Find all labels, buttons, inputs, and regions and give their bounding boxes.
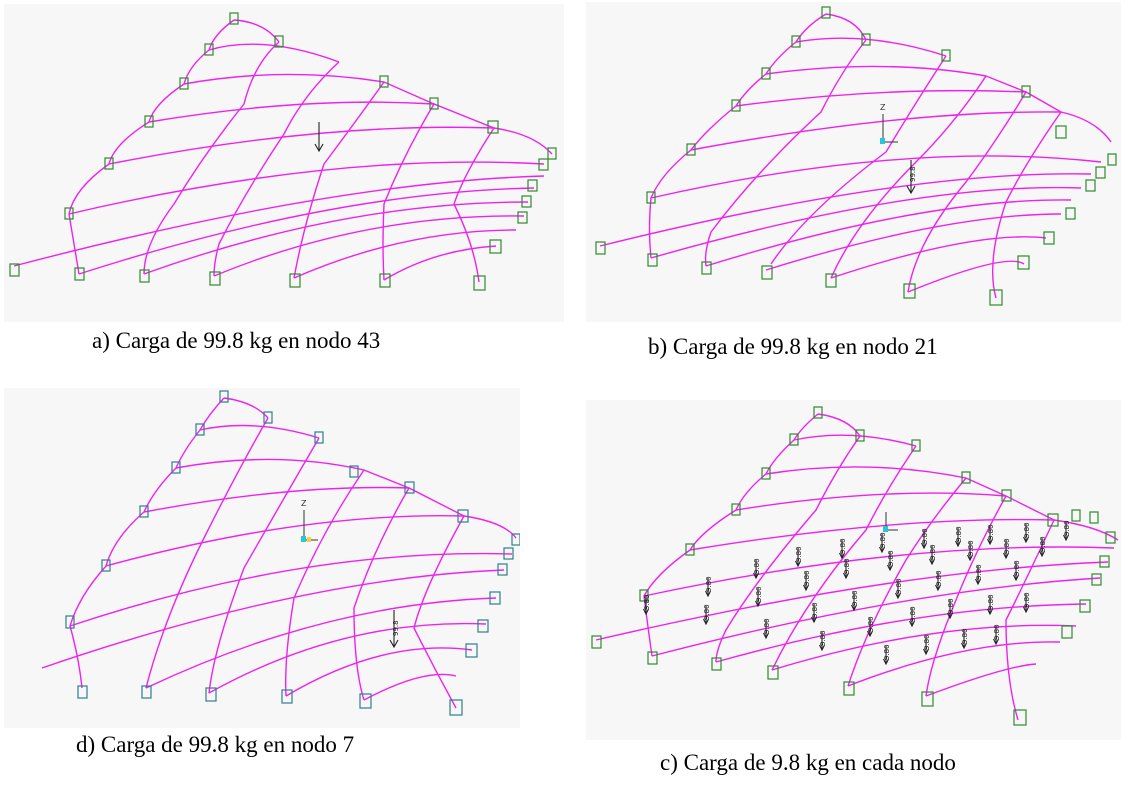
- load-label-c: 9.80: [921, 528, 929, 544]
- load-arrow-c: 9.80: [967, 540, 975, 562]
- load-label-c: 9.80: [987, 524, 995, 540]
- load-label-c: 9.80: [753, 558, 761, 574]
- load-arrow-c: 9.80: [795, 546, 803, 568]
- load-label-c: 9.80: [935, 570, 943, 586]
- load-label-c: 9.80: [955, 526, 963, 542]
- panel-d: Z 99.8: [4, 388, 520, 728]
- load-label-c: 9.80: [961, 628, 969, 644]
- grid-shell-b: Z 99.8: [595, 6, 1117, 306]
- load-arrow-b: 99.8: [906, 160, 917, 195]
- axis-z-label-d: Z: [301, 499, 307, 508]
- load-arrow-c: 9.80: [947, 598, 955, 620]
- load-label-c: 9.80: [819, 630, 827, 646]
- load-arrow-c: 9.80: [811, 602, 819, 624]
- load-arrow-c: 9.80: [755, 586, 763, 608]
- load-arrow-c: 9.80: [753, 558, 761, 580]
- load-label-c: 9.80: [763, 618, 771, 634]
- axis-z-label-b: Z: [880, 103, 886, 112]
- load-arrow-c: 9.80: [1023, 522, 1031, 544]
- load-arrow-c: 9.80: [705, 576, 713, 598]
- load-label-c: 9.80: [795, 546, 803, 562]
- load-label-c: 9.80: [895, 578, 903, 594]
- load-arrow-c: 9.80: [1013, 560, 1021, 582]
- load-arrow-c: 9.80: [839, 538, 847, 560]
- load-arrow-c: 9.80: [975, 564, 983, 586]
- load-arrow-c: 9.80: [961, 628, 969, 650]
- load-label-c: 9.80: [1003, 538, 1011, 554]
- load-label-c: 9.80: [975, 564, 983, 580]
- load-arrow-c: 9.80: [1003, 538, 1011, 560]
- panel-a: [4, 4, 564, 322]
- load-label-c: 9.80: [643, 594, 651, 610]
- load-label-c: 9.80: [811, 602, 819, 618]
- load-arrow-c: 9.80: [1023, 592, 1031, 614]
- load-arrow-c: 9.80: [929, 544, 937, 566]
- load-arrow-a: [314, 122, 324, 153]
- axis-triad-d: Z: [301, 499, 318, 542]
- load-label-c: 9.80: [867, 616, 875, 632]
- load-label-c: 9.80: [1013, 560, 1021, 576]
- load-arrow-c: 9.80: [895, 578, 903, 600]
- axis-triad-c: [883, 512, 898, 532]
- load-arrow-c: 9.80: [819, 630, 827, 652]
- grid-shell-a: [9, 12, 557, 291]
- load-label-c: 9.80: [705, 576, 713, 592]
- load-label-c: 9.80: [967, 540, 975, 556]
- load-label-d: 99.8: [392, 620, 400, 636]
- load-arrow-c: 9.80: [843, 558, 851, 580]
- load-label-c: 9.80: [843, 558, 851, 574]
- load-arrow-c: 9.80: [867, 616, 875, 638]
- load-label-c: 9.80: [987, 594, 995, 610]
- load-arrow-c: 9.80: [1039, 536, 1047, 558]
- load-label-b: 99.8: [909, 166, 917, 182]
- load-label-c: 9.80: [803, 570, 811, 586]
- load-arrow-c: 9.80: [909, 606, 917, 628]
- caption-a: a) Carga de 99.8 kg en nodo 43: [92, 328, 381, 353]
- grid-shell-d: Z 99.8: [41, 390, 520, 716]
- load-label-c: 9.80: [993, 624, 1001, 640]
- load-arrow-c: 9.80: [703, 604, 711, 626]
- load-label-c: 9.80: [909, 606, 917, 622]
- load-label-c: 9.80: [1039, 536, 1047, 552]
- load-label-c: 9.80: [947, 598, 955, 614]
- load-arrow-c: 9.80: [987, 594, 995, 616]
- load-arrow-c: 9.80: [935, 570, 943, 592]
- load-label-c: 9.80: [839, 538, 847, 554]
- load-label-c: 9.80: [755, 586, 763, 602]
- load-label-c: 9.80: [851, 590, 859, 606]
- load-label-c: 9.80: [887, 550, 895, 566]
- load-label-c: 9.80: [1023, 592, 1031, 608]
- load-label-c: 9.80: [703, 604, 711, 620]
- load-arrow-c: 9.80: [643, 594, 651, 616]
- load-arrow-c: 9.80: [883, 644, 891, 666]
- load-arrow-c: 9.80: [1063, 520, 1071, 542]
- load-arrow-c: 9.80: [851, 590, 859, 612]
- load-arrow-c: 9.80: [879, 532, 887, 554]
- caption-c: c) Carga de 9.8 kg en cada nodo: [660, 750, 956, 775]
- load-arrow-c: 9.80: [993, 624, 1001, 646]
- load-arrow-c: 9.80: [763, 618, 771, 640]
- load-arrow-c: 9.80: [803, 570, 811, 592]
- load-label-c: 9.80: [929, 544, 937, 560]
- load-arrow-c: 9.80: [987, 524, 995, 546]
- caption-d: d) Carga de 99.8 kg en nodo 7: [76, 732, 355, 757]
- load-arrow-c: 9.80: [921, 528, 929, 550]
- load-label-c: 9.80: [883, 644, 891, 660]
- load-arrow-c: 9.80: [955, 526, 963, 548]
- load-arrow-c: 9.80: [887, 550, 895, 572]
- load-arrow-c: 9.80: [923, 634, 931, 656]
- load-label-c: 9.80: [1023, 522, 1031, 538]
- load-label-c: 9.80: [923, 634, 931, 650]
- load-label-c: 9.80: [1063, 520, 1071, 536]
- panel-b: Z 99.8: [586, 2, 1121, 322]
- caption-b: b) Carga de 99.8 kg en nodo 21: [648, 334, 938, 359]
- load-arrow-d: 99.8: [389, 610, 400, 649]
- axis-triad-b: Z: [880, 103, 898, 144]
- load-label-c: 9.80: [879, 532, 887, 548]
